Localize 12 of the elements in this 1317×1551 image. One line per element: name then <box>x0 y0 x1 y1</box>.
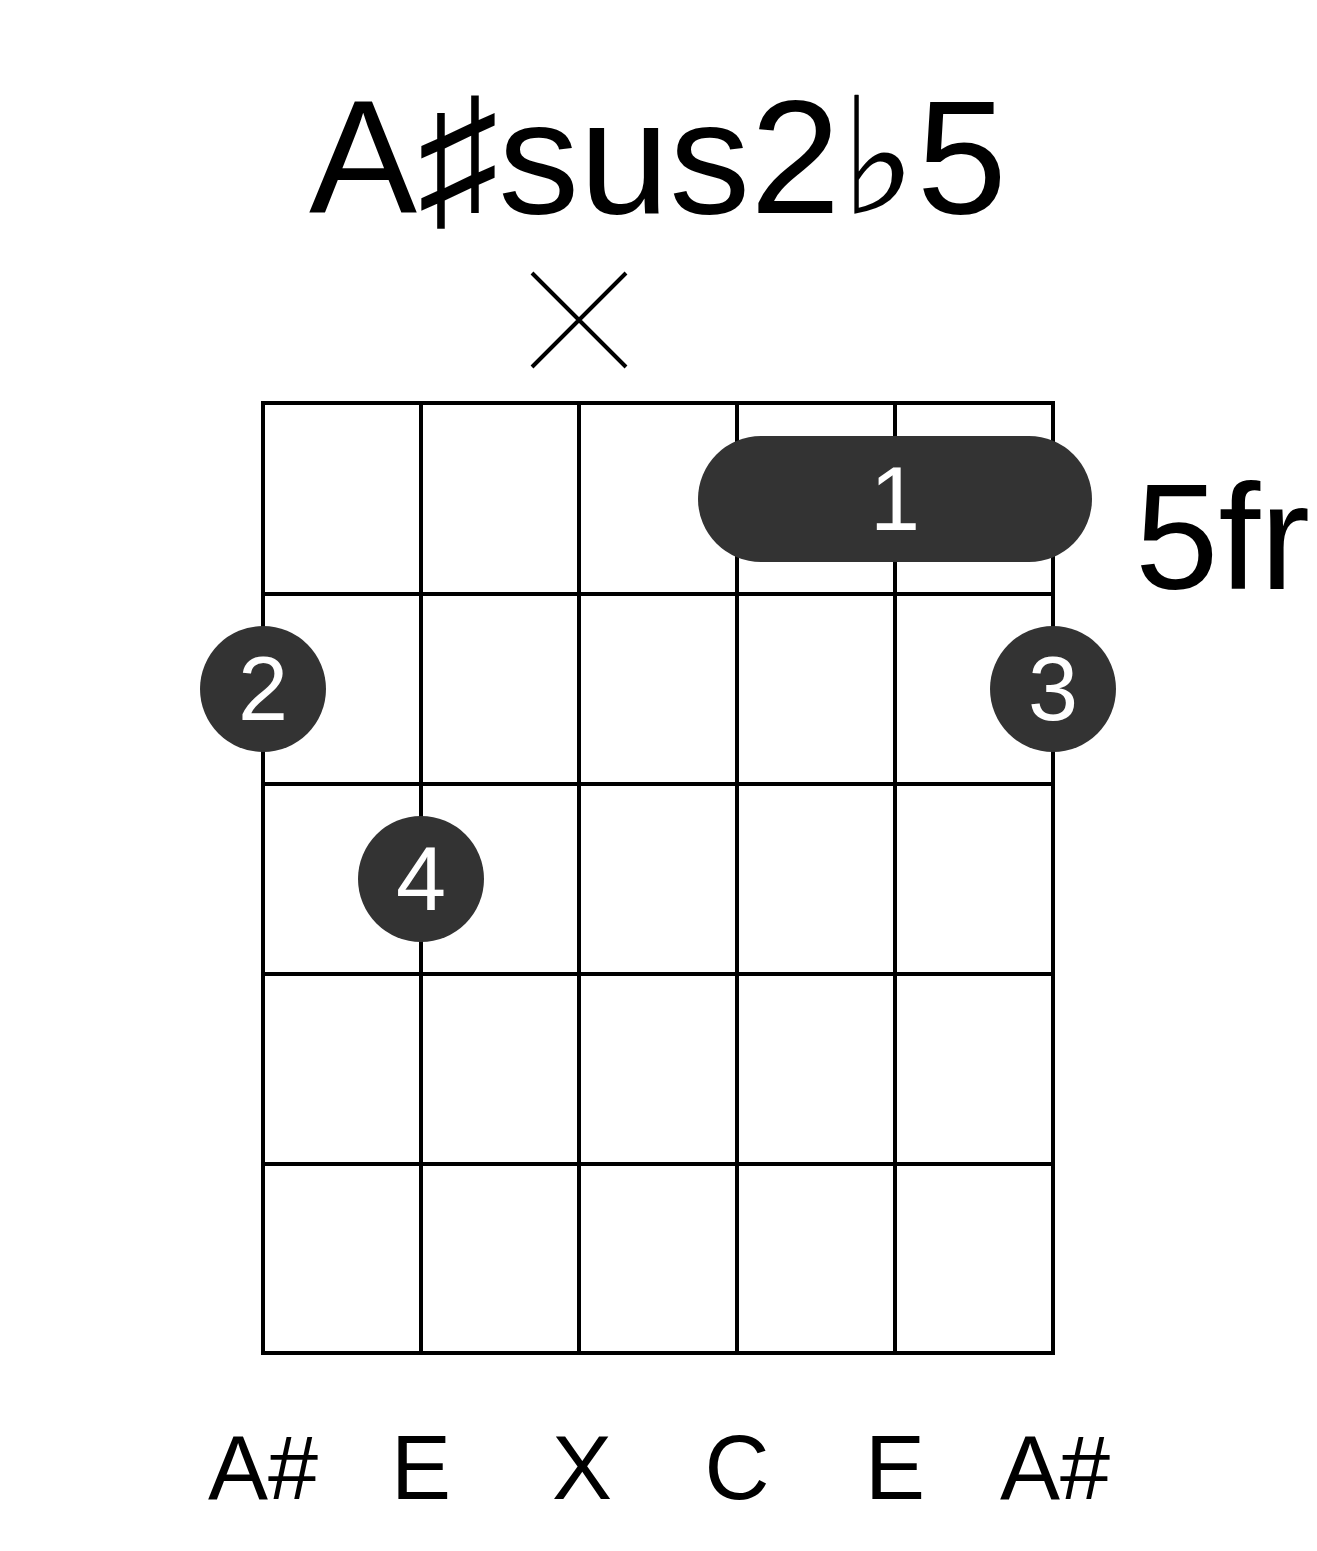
string-note-label: A# <box>207 1423 319 1513</box>
finger-number: 1 <box>869 454 921 544</box>
chord-title: A♯sus2♭5 <box>309 76 1007 238</box>
string-note-label: E <box>865 1423 925 1513</box>
string-note-label: A# <box>999 1423 1111 1513</box>
fret-position-label: 5fr <box>1135 462 1311 612</box>
finger-number: 4 <box>395 834 447 924</box>
finger-number: 2 <box>237 644 289 734</box>
string-note-label: C <box>704 1423 770 1513</box>
finger-number: 3 <box>1027 644 1079 734</box>
string-note-label: X <box>552 1423 612 1513</box>
string-note-label: E <box>391 1423 451 1513</box>
